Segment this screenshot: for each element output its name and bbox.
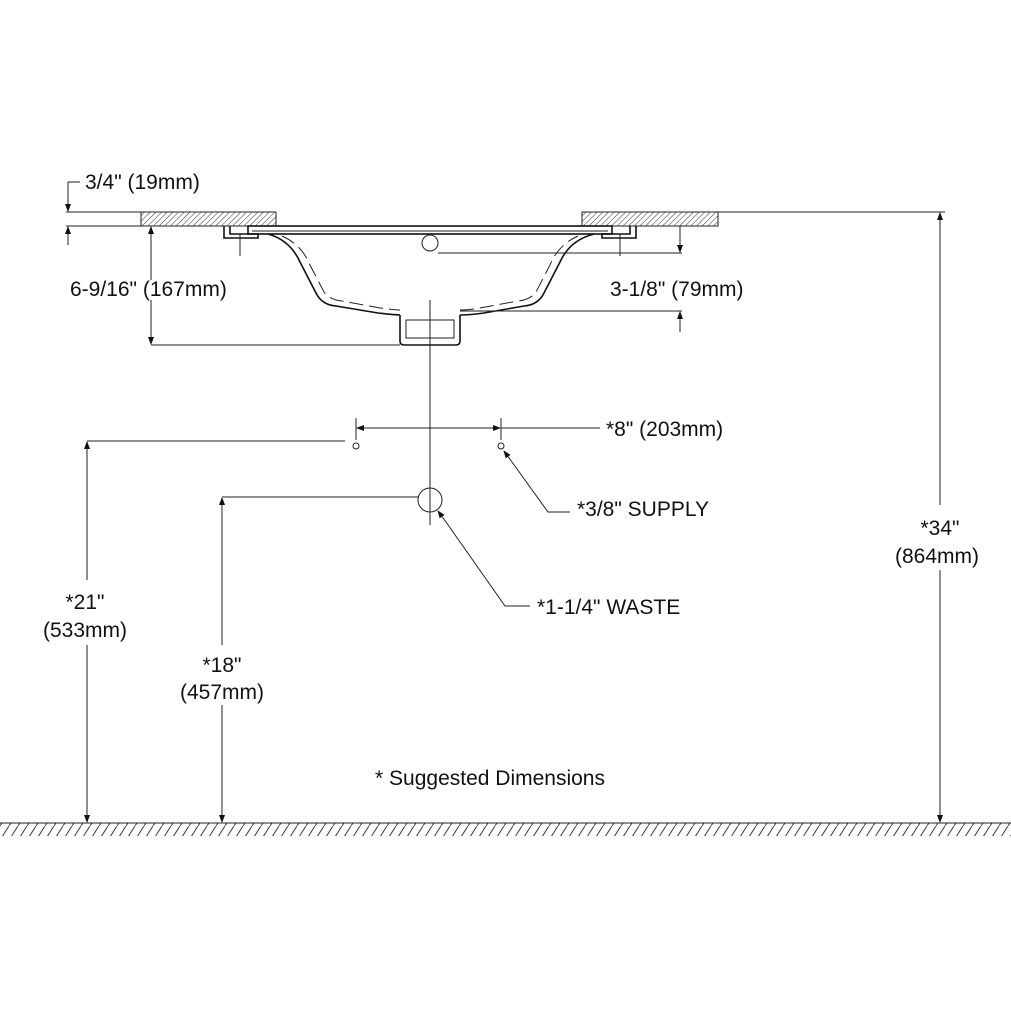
waste-hole bbox=[417, 487, 443, 513]
waste-label: *1-1/4" WASTE bbox=[537, 596, 680, 619]
counter-height-in: *34" bbox=[921, 517, 960, 540]
waste-height-in: *18" bbox=[203, 654, 242, 677]
suggested-dimensions-note: * Suggested Dimensions bbox=[375, 767, 605, 790]
counter-height-mm: (864mm) bbox=[895, 545, 979, 568]
supply-label: *3/8" SUPPLY bbox=[577, 498, 709, 521]
supply-hole-left bbox=[352, 442, 360, 450]
countertop-thickness-dimension: 3/4" (19mm) bbox=[65, 171, 200, 245]
supply-height-dimension: *21" (533mm) bbox=[43, 440, 345, 823]
countertop-thickness-label: 3/4" (19mm) bbox=[85, 171, 200, 194]
bowl-depth-dimension: 6-9/16" (167mm) bbox=[70, 226, 400, 346]
supply-hole-right bbox=[497, 442, 505, 450]
counter-height-dimension: *34" (864mm) bbox=[895, 212, 979, 823]
waste-height-dimension: *18" (457mm) bbox=[180, 496, 418, 823]
supply-spacing-label: *8" (203mm) bbox=[606, 418, 723, 441]
waste-height-mm: (457mm) bbox=[180, 681, 264, 704]
waste-callout: *1-1/4" WASTE bbox=[417, 487, 680, 619]
bowl-depth-label: 6-9/16" (167mm) bbox=[70, 278, 227, 301]
overflow-hole bbox=[421, 234, 439, 252]
supply-dimension: *8" (203mm) *3/8" SUPPLY bbox=[352, 418, 723, 521]
floor bbox=[0, 822, 1011, 836]
supply-height-mm: (533mm) bbox=[43, 619, 127, 642]
overflow-dimension: 3-1/8" (79mm) bbox=[438, 226, 744, 332]
supply-height-in: *21" bbox=[66, 591, 105, 614]
overflow-label: 3-1/8" (79mm) bbox=[610, 278, 744, 301]
countertop bbox=[66, 211, 945, 227]
